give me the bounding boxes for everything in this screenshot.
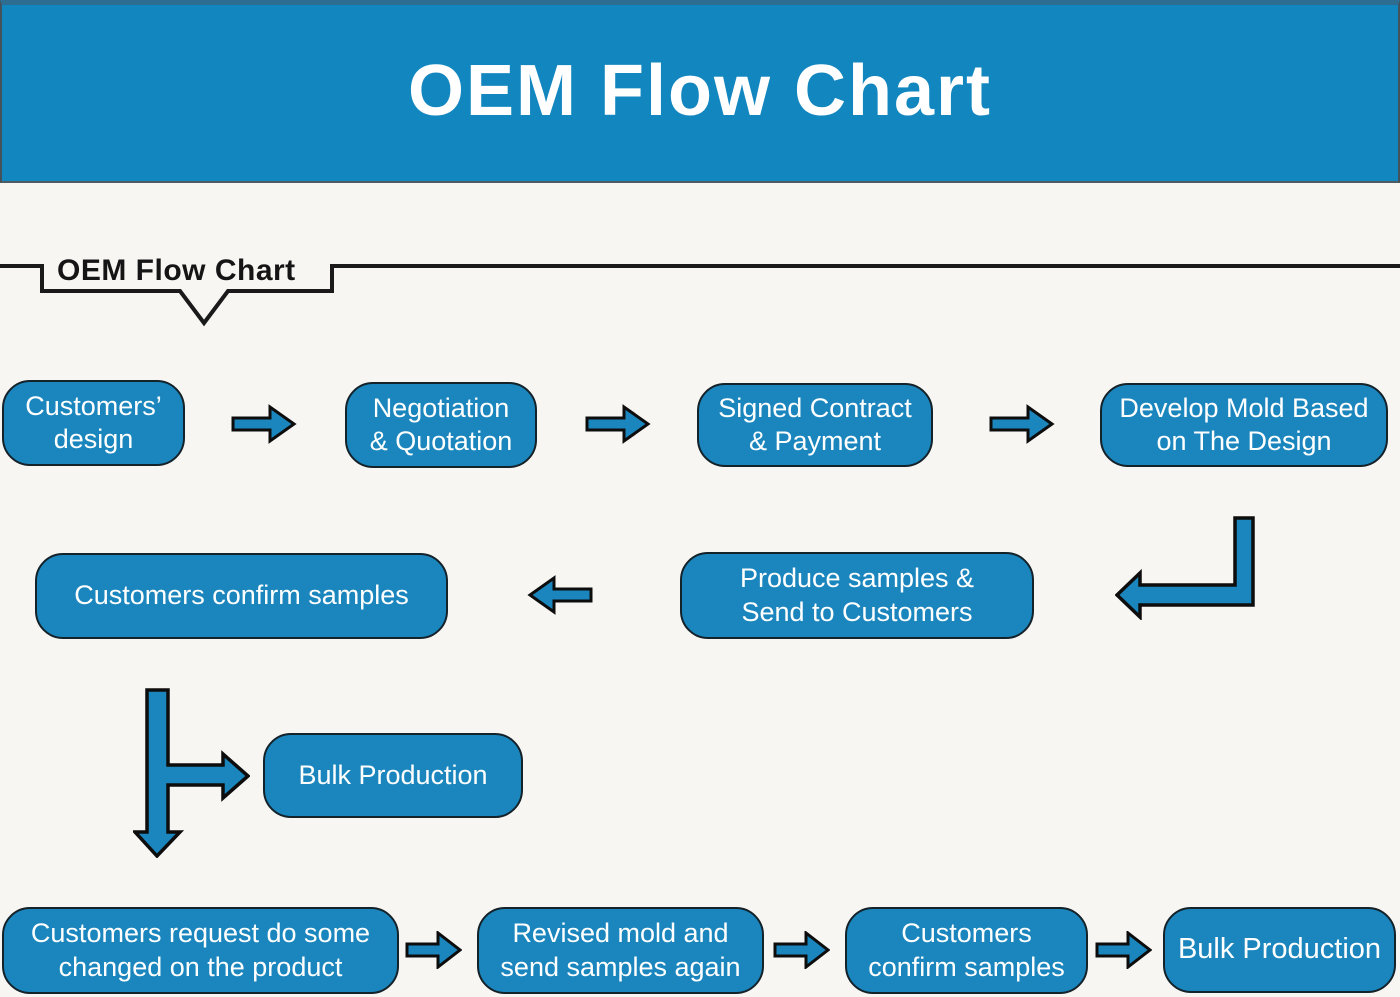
arrow-produce-to-confirm — [527, 575, 593, 615]
arrow-contract-to-mold — [989, 404, 1055, 444]
arrow-request-to-revised — [405, 931, 462, 969]
node-customers-confirm-samples-2: Customers confirm samples — [845, 907, 1088, 994]
node-signed-contract: Signed Contract & Payment — [697, 383, 933, 467]
node-customers-design: Customers’ design — [2, 380, 185, 466]
arrow-revised-to-confirm2 — [773, 931, 830, 969]
node-customers-confirm-samples-1: Customers confirm samples — [35, 553, 448, 639]
node-request-changes: Customers request do some changed on the… — [2, 907, 399, 994]
node-bulk-production-branch: Bulk Production — [263, 733, 523, 818]
arrow-mold-to-produce-samples-elbow — [1115, 516, 1255, 620]
header-banner: OEM Flow Chart — [0, 0, 1400, 183]
section-tab-outline — [0, 264, 1400, 327]
node-revised-mold: Revised mold and send samples again — [477, 907, 764, 994]
node-produce-samples: Produce samples & Send to Customers — [680, 552, 1034, 639]
page-title: OEM Flow Chart — [408, 51, 992, 131]
section-tab-label: OEM Flow Chart — [57, 254, 296, 287]
node-bulk-production-final: Bulk Production — [1163, 907, 1396, 993]
arrow-confirm2-to-bulk — [1095, 931, 1152, 969]
node-develop-mold: Develop Mold Based on The Design — [1100, 383, 1388, 467]
node-negotiation-quotation: Negotiation & Quotation — [345, 382, 537, 468]
arrow-confirm-branch-elbow — [133, 688, 250, 858]
arrow-design-to-negotiation — [231, 404, 297, 444]
arrow-negotiation-to-contract — [585, 404, 651, 444]
